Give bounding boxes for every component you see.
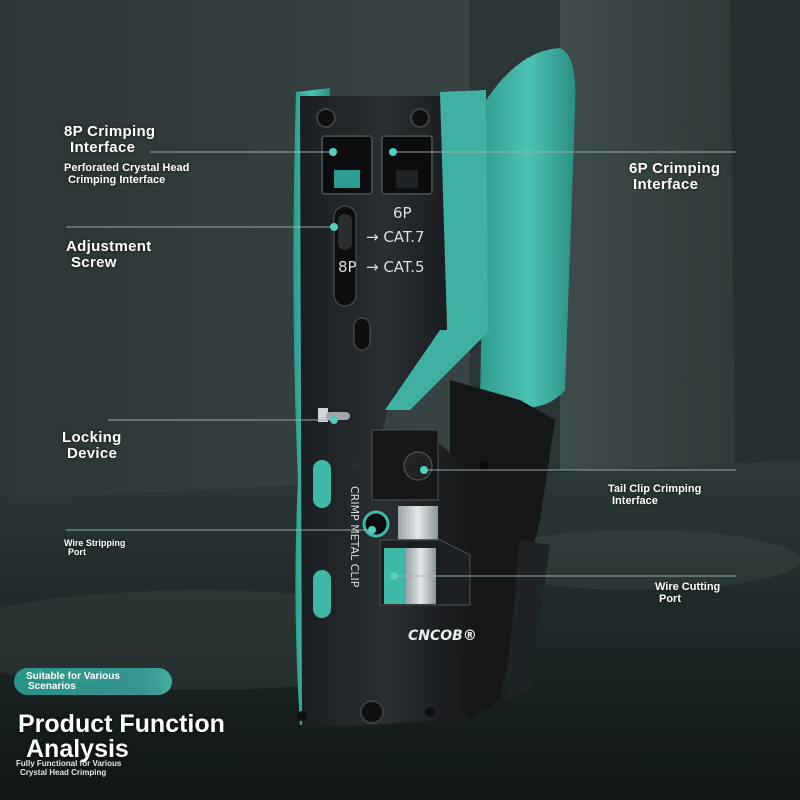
tool-label-crimp-clip: CRIMP METAL CLIP (348, 486, 361, 588)
scenario-badge (14, 668, 172, 695)
tool-label-6p: 6P (393, 204, 412, 222)
brand-logo: CNCOB® (408, 628, 477, 644)
tool-label-cat5: → CAT.5 (366, 258, 425, 276)
tool-label-cat7: → CAT.7 (366, 228, 425, 246)
tool-label-8p: 8P (338, 258, 357, 276)
